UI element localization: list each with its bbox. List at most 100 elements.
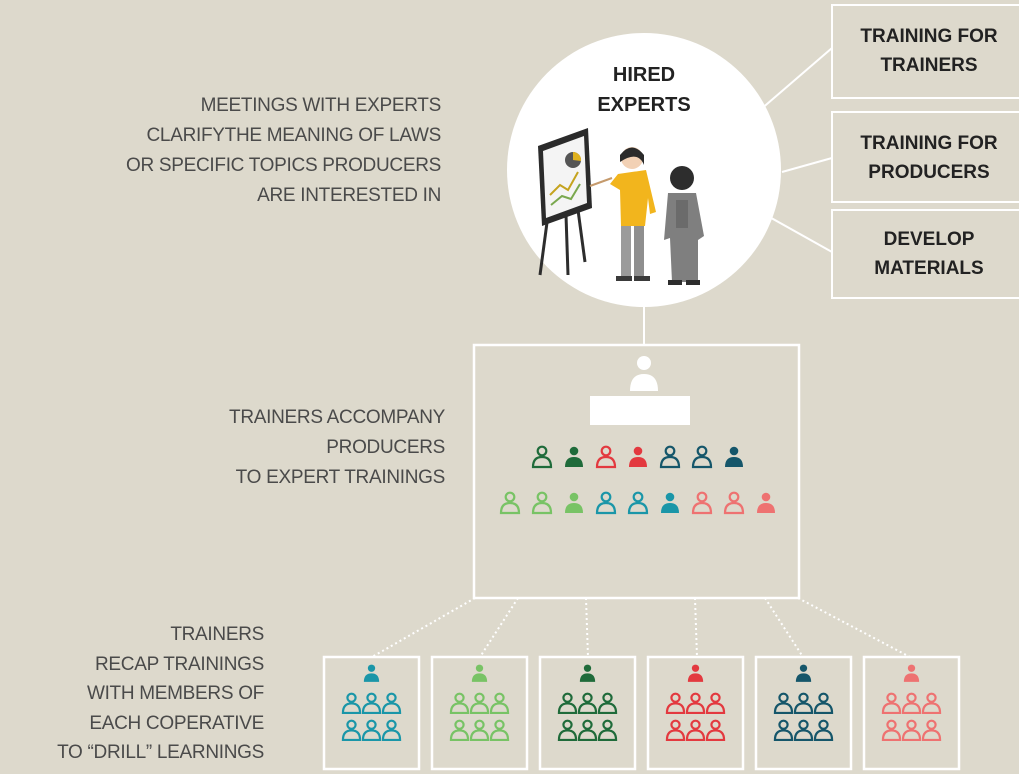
note-accompany-line2: PRODUCERS bbox=[326, 437, 445, 458]
cooperative-member-icon bbox=[361, 719, 382, 742]
cooperative-member-icon bbox=[341, 719, 362, 742]
label-develop-materials: DEVELOP MATERIALS bbox=[834, 225, 1019, 283]
cooperative-member-icon bbox=[921, 719, 942, 742]
connector-circle-producers bbox=[781, 157, 833, 173]
listener-figure bbox=[664, 166, 704, 285]
cooperative-member-icon bbox=[881, 719, 902, 742]
classroom-person-icon bbox=[499, 491, 521, 515]
cooperative-trainer-icon bbox=[687, 664, 704, 682]
note-recap-line5: TO “DRILL” LEARNINGS bbox=[57, 742, 264, 763]
cooperative-trainer-icon bbox=[471, 664, 488, 682]
note-meetings-line4: ARE INTERESTED IN bbox=[257, 185, 441, 206]
cooperative-trainer-icon bbox=[795, 664, 812, 682]
dotted-connector-6 bbox=[797, 597, 911, 658]
label-producers-line1: TRAINING FOR bbox=[860, 133, 998, 154]
cooperative-member-icon bbox=[921, 692, 942, 715]
classroom-person-icon bbox=[629, 446, 647, 467]
classroom-person-icon bbox=[691, 445, 713, 469]
cooperative-member-icon bbox=[489, 692, 510, 715]
dotted-connector-4 bbox=[694, 597, 698, 658]
label-materials-line2: MATERIALS bbox=[874, 258, 984, 279]
cooperative-member-icon bbox=[665, 692, 686, 715]
cooperative-member-icon bbox=[577, 719, 598, 742]
cooperative-member-icon bbox=[361, 692, 382, 715]
cooperative-box bbox=[538, 655, 637, 771]
cooperative-box bbox=[754, 655, 853, 771]
note-meetings-line1: MEETINGS WITH EXPERTS bbox=[200, 95, 442, 116]
presentation-illustration bbox=[538, 128, 704, 285]
classroom-person-icon bbox=[565, 492, 583, 513]
cooperative-member-icon bbox=[813, 692, 834, 715]
classroom-person-icon bbox=[725, 446, 743, 467]
cooperative-member-icon bbox=[813, 719, 834, 742]
label-materials-line1: DEVELOP bbox=[883, 229, 975, 250]
dotted-connector-3 bbox=[585, 597, 589, 658]
dotted-connector-2 bbox=[479, 597, 519, 658]
cooperative-member-icon bbox=[773, 719, 794, 742]
hired-experts-title-line1: HIRED bbox=[612, 64, 676, 86]
cooperative-member-icon bbox=[557, 719, 578, 742]
note-recap-line2: RECAP TRAININGS bbox=[94, 653, 264, 675]
classroom-person-icon bbox=[757, 492, 775, 513]
classroom-person-icon bbox=[565, 446, 583, 467]
cooperative-member-icon bbox=[901, 719, 922, 742]
label-training-for-producers: TRAINING FOR PRODUCERS bbox=[834, 129, 1019, 187]
cooperative-member-icon bbox=[705, 719, 726, 742]
note-meetings-with-experts: MEETINGS WITH EXPERTS CLARIFYTHE MEANING… bbox=[126, 91, 441, 211]
cooperative-member-icon bbox=[381, 692, 402, 715]
cooperative-member-icon bbox=[793, 692, 814, 715]
cooperative-box bbox=[862, 655, 961, 771]
cooperative-member-icon bbox=[449, 692, 470, 715]
note-trainers-accompany: TRAINERS ACCOMPANY PRODUCERS TO EXPERT T… bbox=[229, 403, 445, 493]
classroom-person-icon bbox=[691, 491, 713, 515]
cooperative-member-icon bbox=[469, 692, 490, 715]
hired-experts-title: HIRED EXPERTS bbox=[574, 60, 714, 120]
cooperative-member-icon bbox=[381, 719, 402, 742]
dotted-connector-5 bbox=[764, 597, 804, 658]
cooperative-member-icon bbox=[577, 692, 598, 715]
note-meetings-line2: CLARIFYTHE MEANING OF LAWS bbox=[146, 125, 442, 146]
cooperative-member-icon bbox=[665, 719, 686, 742]
box-develop-materials bbox=[831, 209, 1019, 299]
classroom-trainer-icon bbox=[590, 356, 690, 425]
note-recap-line4: EACH COPERATIVE bbox=[89, 712, 264, 734]
classroom-person-icon bbox=[595, 491, 617, 515]
classroom-person-icon bbox=[723, 491, 745, 515]
cooperative-box bbox=[646, 655, 745, 771]
cooperative-member-icon bbox=[881, 692, 902, 715]
cooperative-member-icon bbox=[597, 719, 618, 742]
label-trainers-line2: TRAINERS bbox=[880, 55, 978, 76]
label-producers-line2: PRODUCERS bbox=[868, 162, 990, 183]
note-recap-line3: WITH MEMBERS OF bbox=[86, 683, 264, 704]
box-training-for-producers bbox=[831, 111, 1019, 203]
cooperative-box bbox=[322, 655, 421, 771]
cooperative-member-icon bbox=[793, 719, 814, 742]
note-meetings-line3: OR SPECIFIC TOPICS PRODUCERS bbox=[125, 155, 441, 176]
classroom-person-icon bbox=[531, 445, 553, 469]
classroom-person-icon bbox=[661, 492, 679, 513]
classroom-person-icon bbox=[659, 445, 681, 469]
cooperative-box bbox=[430, 655, 529, 771]
cooperative-trainer-icon bbox=[903, 664, 920, 682]
note-recap-line1: TRAINERS bbox=[170, 624, 264, 645]
classroom-box bbox=[472, 343, 801, 600]
cooperative-member-icon bbox=[489, 719, 510, 742]
classroom-person-icon bbox=[531, 491, 553, 515]
hired-experts-title-line2: EXPERTS bbox=[597, 94, 691, 116]
cooperative-member-icon bbox=[469, 719, 490, 742]
cooperative-trainer-icon bbox=[363, 664, 380, 682]
cooperative-member-icon bbox=[705, 692, 726, 715]
classroom-people bbox=[499, 445, 775, 515]
note-accompany-line1: TRAINERS ACCOMPANY bbox=[229, 407, 445, 428]
dotted-connectors bbox=[371, 597, 911, 658]
cooperative-member-icon bbox=[597, 692, 618, 715]
note-accompany-line3: TO EXPERT TRAININGS bbox=[235, 467, 446, 488]
note-trainers-recap: TRAINERS RECAP TRAININGS WITH MEMBERS OF… bbox=[57, 620, 264, 768]
classroom-person-icon bbox=[627, 491, 649, 515]
cooperative-trainer-icon bbox=[579, 664, 596, 682]
label-training-for-trainers: TRAINING FOR TRAINERS bbox=[834, 22, 1019, 80]
connector-circle-trainers bbox=[759, 47, 833, 111]
cooperative-member-icon bbox=[773, 692, 794, 715]
box-training-for-trainers bbox=[831, 4, 1019, 99]
